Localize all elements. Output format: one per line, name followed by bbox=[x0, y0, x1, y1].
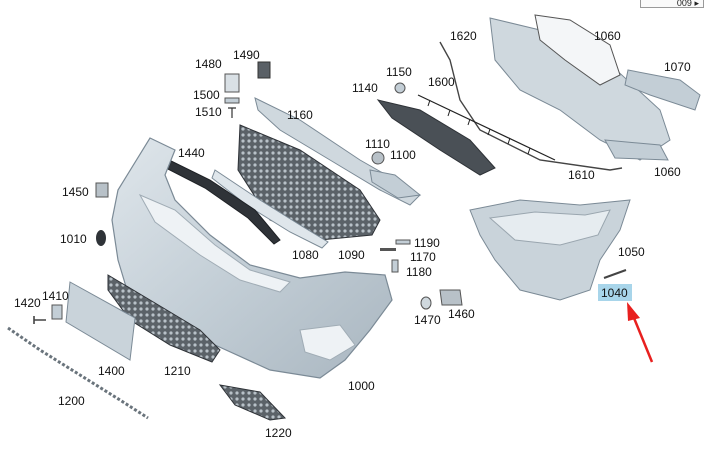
part-1410 bbox=[51, 304, 63, 320]
part-1180 bbox=[391, 259, 399, 273]
label-1510: 1510 bbox=[195, 105, 222, 119]
label-1460: 1460 bbox=[448, 307, 475, 321]
label-1440: 1440 bbox=[178, 146, 205, 160]
label-1140: 1140 bbox=[352, 81, 378, 95]
label-1080: 1080 bbox=[292, 248, 319, 262]
label-1040: 1040 bbox=[601, 286, 628, 300]
label-1410: 1410 bbox=[42, 289, 69, 303]
label-1400: 1400 bbox=[98, 364, 125, 378]
part-1040-inner bbox=[488, 209, 611, 246]
label-1450: 1450 bbox=[62, 185, 89, 199]
label-1110: 1110 bbox=[365, 137, 390, 151]
part-1080 bbox=[211, 169, 329, 249]
part-1140 bbox=[376, 99, 496, 176]
part-1110 bbox=[371, 151, 385, 165]
part-1000-opening bbox=[138, 193, 291, 293]
part-1010 bbox=[96, 230, 106, 246]
label-1000: 1000 bbox=[348, 379, 375, 393]
part-1100 bbox=[369, 169, 422, 199]
part-1440 bbox=[161, 157, 281, 245]
part-1000-bumper bbox=[111, 137, 393, 379]
label-1180: 1180 bbox=[406, 265, 432, 279]
label-1060-lower: 1060 bbox=[654, 165, 681, 179]
triangle-right-icon: ▸ bbox=[694, 0, 699, 8]
label-1190: 1190 bbox=[414, 236, 440, 250]
label-1620: 1620 bbox=[450, 29, 477, 43]
part-1420 bbox=[33, 316, 46, 324]
part-1060-upper bbox=[489, 14, 671, 161]
part-1510 bbox=[228, 107, 236, 118]
part-1400 bbox=[65, 281, 136, 361]
label-1470: 1470 bbox=[414, 313, 441, 327]
label-1100: 1100 bbox=[390, 148, 416, 162]
label-1150: 1150 bbox=[386, 65, 412, 79]
label-1610: 1610 bbox=[568, 168, 595, 182]
label-1070: 1070 bbox=[664, 60, 691, 74]
label-1600: 1600 bbox=[428, 75, 455, 89]
part-1500 bbox=[224, 97, 240, 104]
label-1050: 1050 bbox=[618, 245, 645, 259]
part-1480 bbox=[224, 73, 240, 93]
label-1170: 1170 bbox=[410, 250, 436, 264]
label-1160: 1160 bbox=[287, 108, 313, 122]
part-1050 bbox=[603, 269, 627, 279]
label-1010: 1010 bbox=[60, 232, 87, 246]
part-1600-ticks bbox=[427, 99, 531, 155]
label-1500: 1500 bbox=[193, 88, 220, 102]
label-1490: 1490 bbox=[233, 48, 260, 62]
label-1210: 1210 bbox=[164, 364, 191, 378]
label-1480: 1480 bbox=[195, 57, 222, 71]
label-1220: 1220 bbox=[265, 426, 292, 440]
part-1220 bbox=[218, 384, 287, 421]
part-1620-harness bbox=[439, 41, 623, 171]
part-1000-fog-opening bbox=[299, 324, 356, 361]
part-1210 bbox=[107, 274, 221, 363]
label-1090: 1090 bbox=[338, 248, 365, 262]
part-1070 bbox=[624, 69, 701, 111]
part-1170 bbox=[380, 248, 396, 251]
page-nav-label: 009 bbox=[676, 0, 692, 8]
highlight-box bbox=[598, 284, 632, 301]
label-1200: 1200 bbox=[58, 394, 85, 408]
page-nav[interactable]: 009 ▸ bbox=[640, 0, 704, 8]
part-1200 bbox=[7, 326, 149, 420]
part-1060-lower bbox=[604, 139, 669, 161]
red-arrow-icon bbox=[627, 302, 654, 363]
part-1450 bbox=[95, 182, 109, 198]
part-1600-strip bbox=[417, 94, 556, 161]
part-1150 bbox=[394, 82, 406, 94]
part-1190 bbox=[395, 239, 411, 245]
part-1470 bbox=[420, 296, 432, 310]
label-1060-upper: 1060 bbox=[594, 29, 621, 43]
part-1460 bbox=[439, 289, 463, 306]
label-1420: 1420 bbox=[14, 296, 41, 310]
part-1490 bbox=[257, 61, 271, 79]
